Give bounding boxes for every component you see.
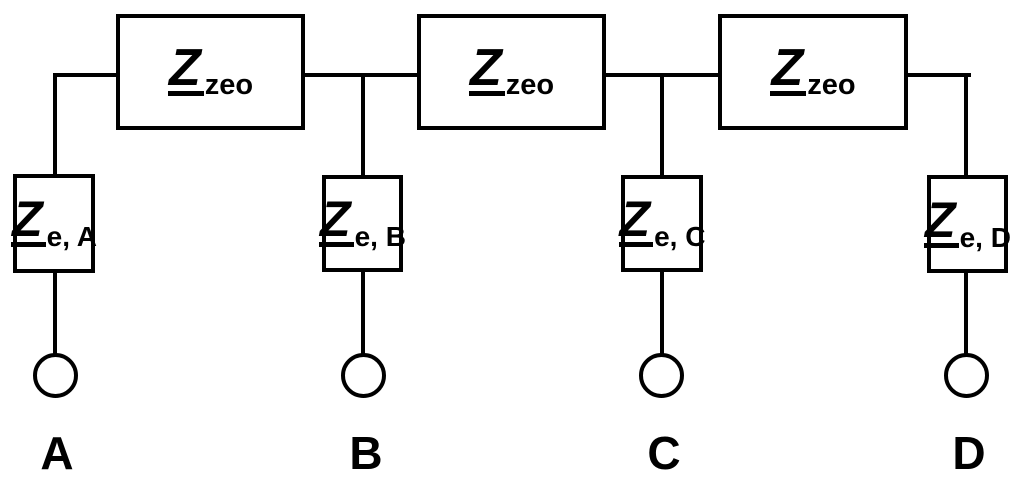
impedance-subscript: e, A: [46, 221, 97, 252]
drop-wire-c: [660, 73, 664, 177]
impedance-subscript: zeo: [505, 69, 555, 102]
terminal-label-b: B: [349, 427, 383, 479]
impedance-symbol: Z: [319, 194, 354, 247]
bus-wire-segment-left: [53, 73, 117, 77]
impedance-subscript: e, C: [654, 221, 706, 252]
terminal-wire-b: [361, 270, 365, 355]
impedance-symbol: Z: [167, 42, 204, 97]
terminal-circle-c: [639, 353, 684, 398]
terminal-label-c: C: [647, 427, 681, 479]
terminal-label-d: D: [952, 427, 986, 479]
drop-wire-b: [361, 73, 365, 177]
terminal-circle-a: [33, 353, 78, 398]
impedance-symbol: Z: [924, 195, 959, 248]
impedance-subscript: zeo: [204, 69, 254, 102]
terminal-wire-c: [660, 270, 664, 355]
drop-wire-a: [53, 73, 57, 176]
bus-wire-segment-right: [907, 73, 971, 77]
impedance-subscript: e, D: [959, 221, 1011, 253]
terminal-wire-a: [53, 271, 57, 355]
impedance-symbol: Z: [618, 194, 654, 247]
impedance-symbol: Z: [770, 42, 807, 97]
impedance-symbol: Z: [11, 194, 46, 247]
terminal-label-a: A: [40, 427, 74, 479]
impedance-symbol: Z: [468, 42, 505, 97]
impedance-subscript: e, B: [354, 221, 406, 252]
impedance-subscript: zeo: [807, 69, 856, 102]
terminal-circle-d: [944, 353, 989, 398]
terminal-circle-b: [341, 353, 386, 398]
terminal-wire-d: [964, 271, 968, 355]
drop-wire-d: [964, 73, 968, 177]
